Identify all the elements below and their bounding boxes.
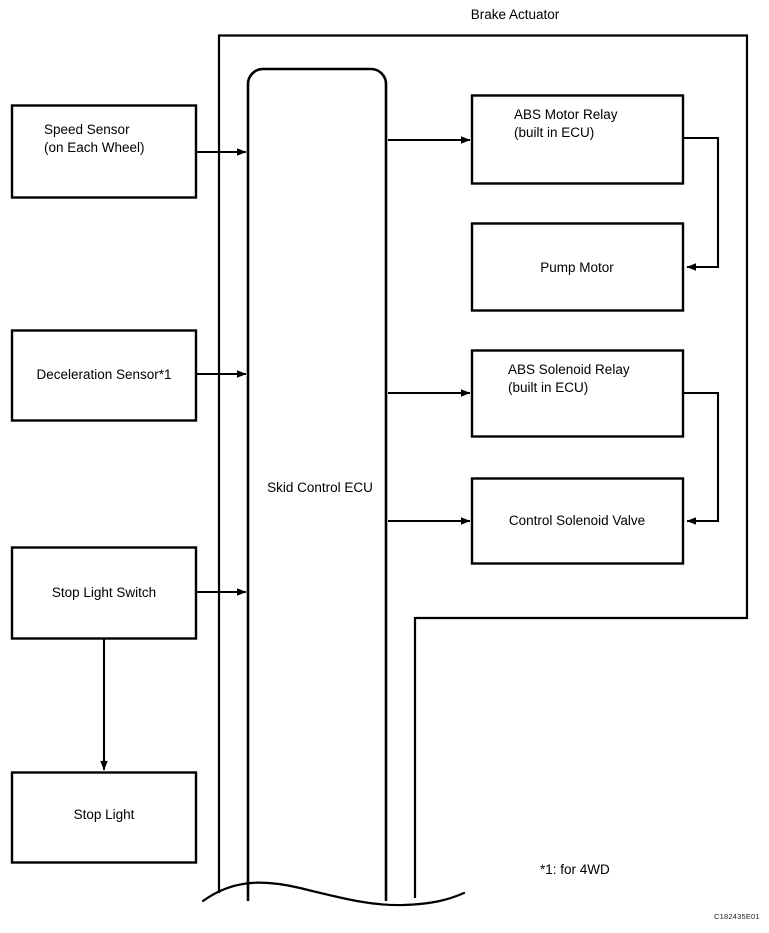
deceleration-sensor-box	[10, 329, 198, 422]
deceleration-sensor-label: Deceleration Sensor*1	[36, 367, 172, 382]
pump-motor-label: Pump Motor	[540, 260, 614, 275]
abs-motor-relay-label-line2: (built in ECU)	[514, 125, 595, 140]
page-title: Brake Actuator	[470, 7, 560, 22]
footnote-4wd: *1: for 4WD	[540, 862, 610, 877]
break-line	[201, 881, 466, 907]
stop-light-switch-box	[10, 546, 198, 640]
skid-control-ecu-shape	[246, 67, 388, 901]
control-solenoid-valve-box	[470, 477, 685, 565]
abs-motor-relay-label-line1: ABS Motor Relay	[514, 107, 618, 122]
speed-sensor-label-line2: (on Each Wheel)	[44, 140, 145, 155]
control-solenoid-valve-label: Control Solenoid Valve	[508, 513, 646, 528]
abs-solenoid-relay-label-line2: (built in ECU)	[508, 380, 589, 395]
stop-light-label: Stop Light	[73, 807, 135, 822]
pump-motor-box	[470, 222, 685, 312]
brake-actuator-enclosure	[217, 34, 749, 898]
stop-light-box	[10, 771, 198, 864]
speed-sensor-box	[10, 104, 198, 199]
connector-abs-motor-relay-to-pump-motor	[683, 136, 720, 271]
abs-solenoid-relay-label-line1: ABS Solenoid Relay	[508, 362, 630, 377]
connector-abs-solenoid-relay-to-control-solenoid-valve	[683, 391, 720, 525]
skid-control-ecu-label: Skid Control ECU	[267, 480, 373, 495]
figure-code: C182435E01	[714, 912, 760, 921]
abs-motor-relay-box	[470, 94, 685, 185]
stop-light-switch-label: Stop Light Switch	[51, 585, 157, 600]
speed-sensor-label-line1: Speed Sensor	[44, 122, 130, 137]
